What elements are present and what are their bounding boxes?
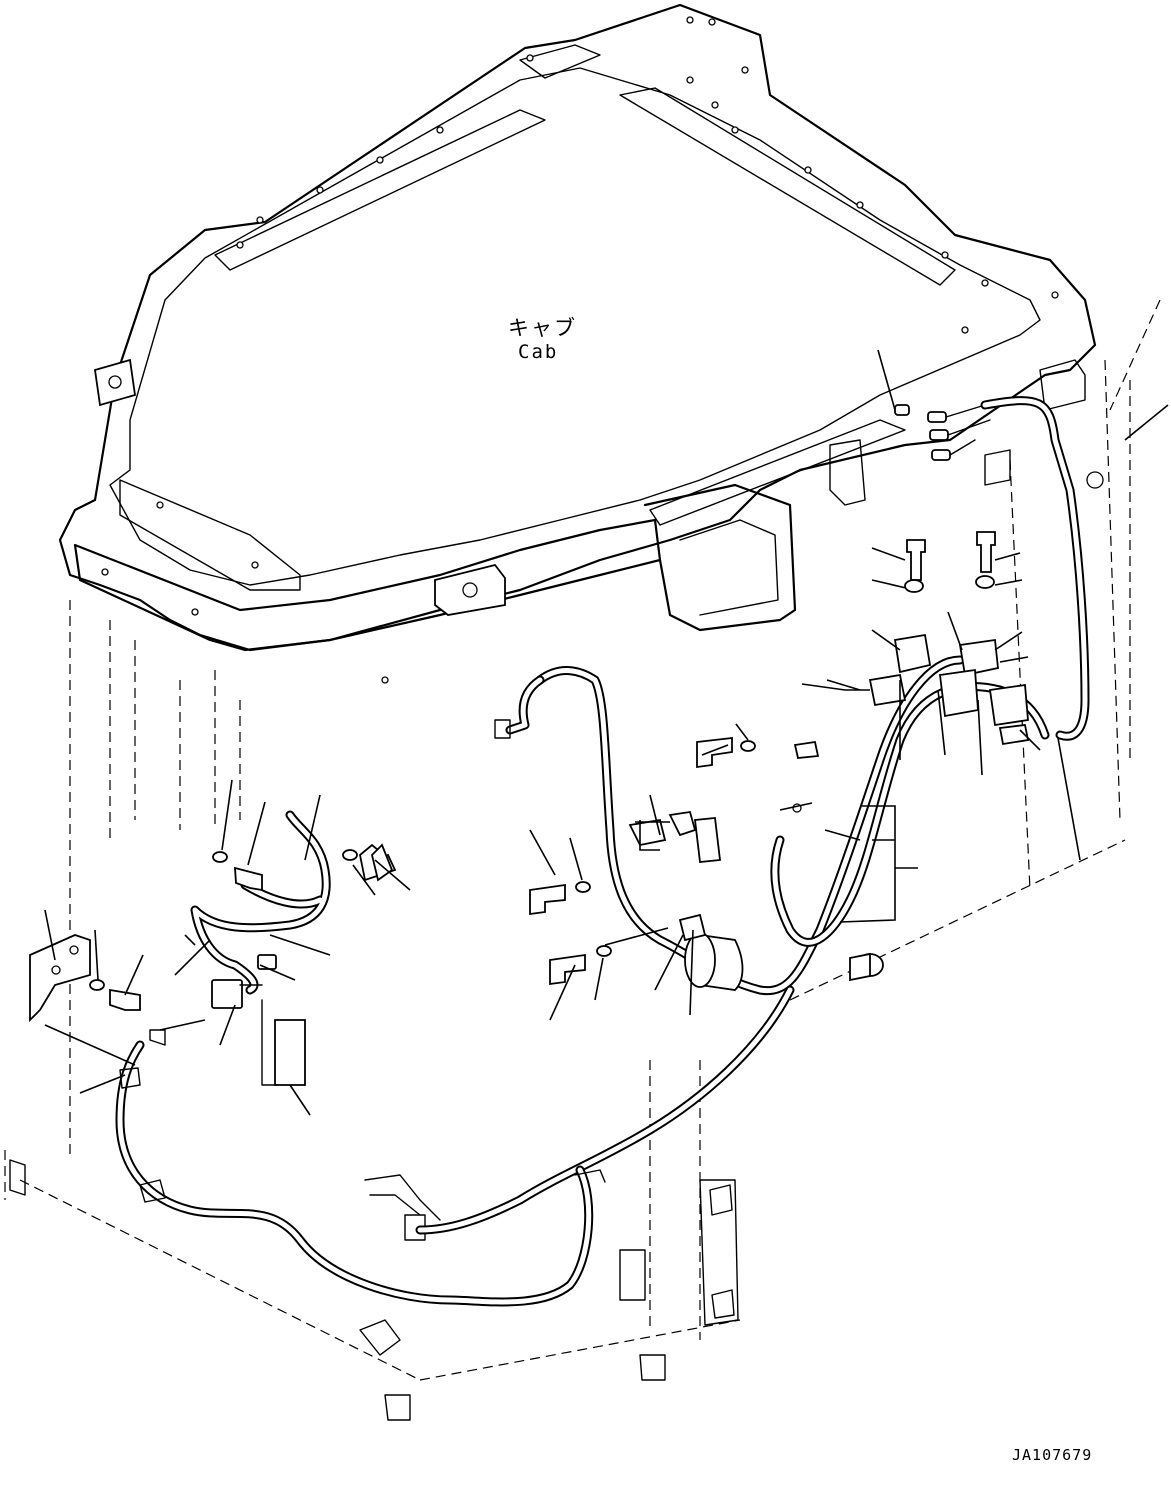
cab-label-japanese: キャブ	[508, 316, 577, 340]
wiring-harness	[115, 396, 1090, 1307]
cab-lower-body-outline	[4, 299, 1161, 1421]
right-side-bracket	[829, 359, 1104, 506]
drawing-number: JA107679	[1012, 1446, 1093, 1464]
cab-label-english: Cab	[518, 341, 559, 363]
cab-roof-frame	[58, 3, 1097, 684]
leader-lines	[44, 349, 1169, 1116]
